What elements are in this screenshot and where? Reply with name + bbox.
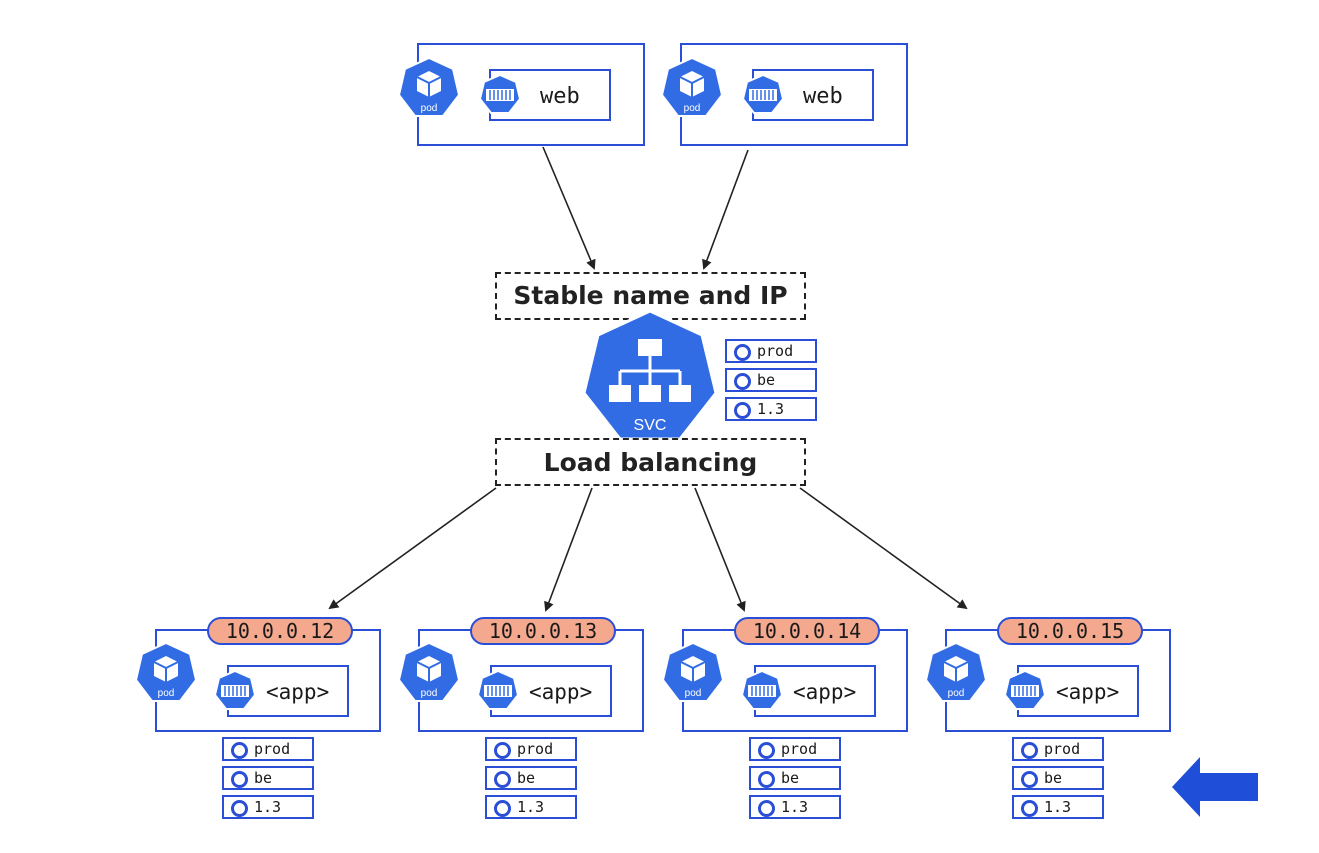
pod-label-be: be — [1012, 766, 1104, 790]
pod-icon-label: pod — [158, 688, 175, 699]
pod-icon-label: pod — [685, 688, 702, 699]
app-container-name: <app> — [1056, 680, 1120, 704]
label-circle-icon — [494, 742, 511, 759]
label-circle-icon — [494, 771, 511, 788]
pod-icon: pod — [660, 56, 724, 117]
arrow-lb-to-app2 — [544, 487, 593, 612]
pod-icon: pod — [397, 56, 461, 117]
arrow-web1-to-svc — [542, 146, 596, 270]
service-label-be: be — [725, 368, 817, 392]
label-circle-icon — [231, 800, 248, 817]
pod-ip-badge: 10.0.0.13 — [470, 617, 616, 645]
label-circle-icon — [494, 800, 511, 817]
pod-label-version: 1.3 — [749, 795, 841, 819]
pod-icon: pod — [661, 641, 725, 702]
pod-label-be: be — [485, 766, 577, 790]
label-circle-icon — [758, 771, 775, 788]
arrow-web2-to-svc — [702, 149, 749, 270]
web-container-1-name: web — [540, 84, 580, 109]
pod-icon: pod — [397, 641, 461, 702]
label-circle-icon — [734, 344, 751, 361]
pod-ip-badge: 10.0.0.15 — [997, 617, 1143, 645]
arrow-lb-to-app4 — [799, 487, 968, 610]
label-circle-icon — [734, 373, 751, 390]
pod-icon-label: pod — [684, 103, 701, 114]
pod-icon-label: pod — [421, 103, 438, 114]
pod-label-version: 1.3 — [1012, 795, 1104, 819]
label-circle-icon — [758, 800, 775, 817]
service-icon: SVC — [582, 309, 718, 441]
pod-label-be: be — [749, 766, 841, 790]
load-balancing-box: Load balancing — [495, 438, 806, 486]
pod-label-prod: prod — [485, 737, 577, 761]
pod-ip-badge: 10.0.0.12 — [207, 617, 353, 645]
service-icon-label: SVC — [634, 417, 667, 434]
pod-label-prod: prod — [222, 737, 314, 761]
pod-label-be: be — [222, 766, 314, 790]
pod-label-prod: prod — [749, 737, 841, 761]
label-circle-icon — [231, 742, 248, 759]
pod-label-version: 1.3 — [222, 795, 314, 819]
label-circle-icon — [734, 402, 751, 419]
label-circle-icon — [758, 742, 775, 759]
label-circle-icon — [1021, 800, 1038, 817]
app-container-name: <app> — [793, 680, 857, 704]
pod-icon-label: pod — [421, 688, 438, 699]
container-icon — [741, 73, 785, 114]
pod-label-version: 1.3 — [485, 795, 577, 819]
container-icon — [476, 669, 520, 710]
label-circle-icon — [231, 771, 248, 788]
service-label-version: 1.3 — [725, 397, 817, 421]
pod-label-prod: prod — [1012, 737, 1104, 761]
container-icon — [213, 669, 257, 710]
label-circle-icon — [1021, 742, 1038, 759]
arrow-lb-to-app3 — [694, 487, 746, 612]
container-icon — [478, 73, 522, 114]
pod-ip-badge: 10.0.0.14 — [734, 617, 880, 645]
container-icon — [740, 669, 784, 710]
app-container-name: <app> — [266, 680, 330, 704]
label-circle-icon — [1021, 771, 1038, 788]
pod-icon: pod — [134, 641, 198, 702]
left-arrow-icon[interactable] — [1170, 754, 1262, 820]
container-icon — [1003, 669, 1047, 710]
arrow-lb-to-app1 — [328, 487, 497, 610]
web-container-2-name: web — [803, 84, 843, 109]
app-container-name: <app> — [529, 680, 593, 704]
service-label-prod: prod — [725, 339, 817, 363]
pod-icon-label: pod — [948, 688, 965, 699]
pod-icon: pod — [924, 641, 988, 702]
